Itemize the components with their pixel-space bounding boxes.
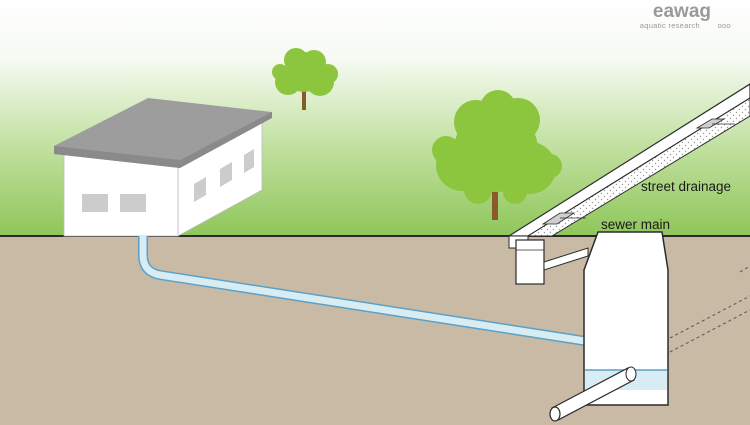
sewer-main-label: sewer main xyxy=(601,217,670,232)
house-roof xyxy=(54,98,272,168)
drainage-grate xyxy=(695,118,726,129)
house-connection-pipe xyxy=(138,236,586,346)
house-window xyxy=(220,162,232,187)
large-tree xyxy=(432,90,562,220)
eawag-logo: eawag aquatic research ooo xyxy=(640,1,731,30)
logo-tagline: aquatic research xyxy=(640,21,700,30)
house-window xyxy=(120,194,146,212)
logo-name: eawag xyxy=(653,1,711,22)
sewer-main-pipe xyxy=(549,366,637,422)
house-window xyxy=(82,194,108,212)
house-window xyxy=(194,177,206,202)
logo-dots: ooo xyxy=(718,21,731,30)
drainage-grate xyxy=(541,212,576,225)
house xyxy=(54,98,272,237)
street xyxy=(506,83,750,249)
street-drainage-label: street drainage xyxy=(641,179,731,194)
small-tree xyxy=(272,48,338,110)
street-gully xyxy=(515,239,589,285)
house-window xyxy=(244,149,254,173)
street-drainage-gravel xyxy=(526,97,750,237)
sewer-continuation xyxy=(669,265,750,353)
